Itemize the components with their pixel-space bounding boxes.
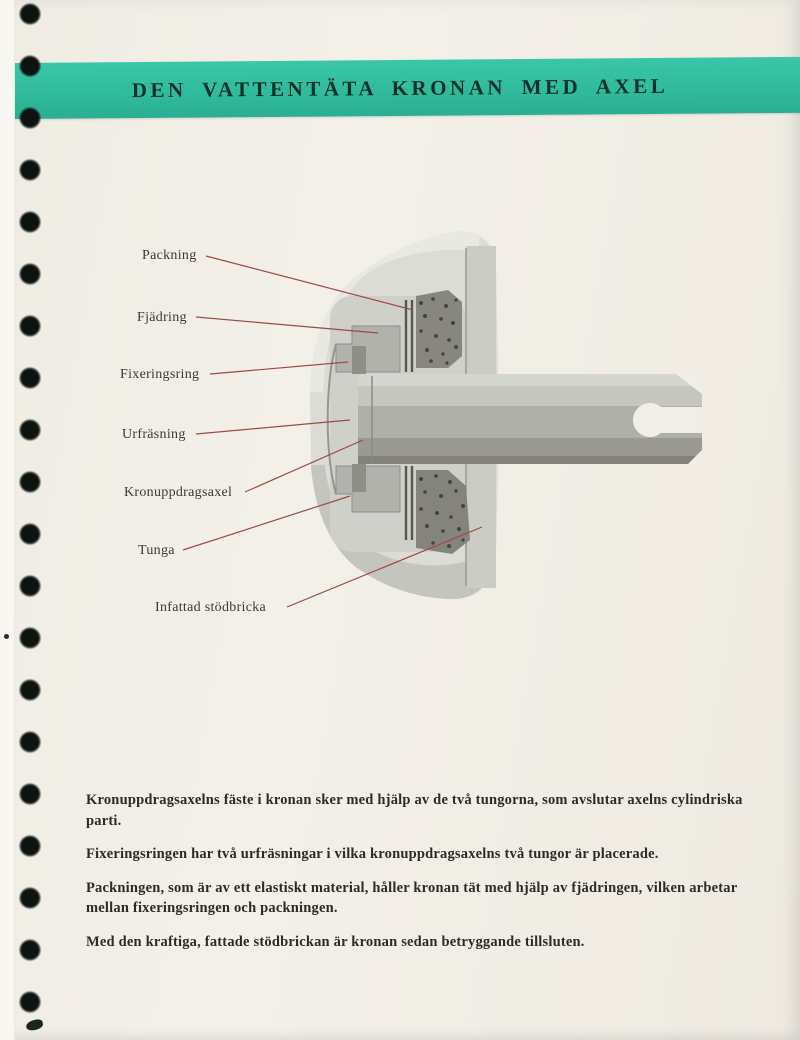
- diagram-label-urfrasning: Urfräsning: [122, 427, 186, 442]
- tongue-top: [352, 346, 366, 374]
- diagram-label-tunga: Tunga: [138, 543, 175, 558]
- body-paragraph: Med den kraftiga, fattade stödbrickan är…: [86, 933, 585, 950]
- winding-shaft: [352, 346, 702, 492]
- diagram-label-fjadring: Fjädring: [137, 310, 187, 325]
- binding-holes: [14, 0, 46, 1040]
- scan-mark: [4, 634, 9, 639]
- support-washer: [416, 470, 470, 554]
- diagram-label-packning: Packning: [142, 248, 197, 263]
- fixing-ring: [335, 325, 401, 513]
- spring: [404, 300, 414, 540]
- crown-body: [310, 231, 499, 600]
- diagram-label-infattad-stodbricka: Infattad stödbricka: [155, 600, 267, 615]
- diagram-label-fixeringsring: Fixeringsring: [120, 367, 200, 382]
- keyhole-slot: [633, 403, 702, 437]
- leader-lines: [182, 255, 483, 608]
- body-paragraph: Fixeringsringen har två urfräsningar i v…: [86, 846, 659, 863]
- title-banner: DEN VATTENTÄTA KRONAN MED AXEL: [0, 56, 800, 120]
- scan-edge: [0, 0, 15, 1040]
- body-paragraph: Packningen, som är av ett elastiskt mate…: [86, 879, 738, 917]
- crown-cap-wall: [466, 246, 496, 588]
- body-text: Kronuppdragsaxelns fäste i kronan sker m…: [86, 790, 750, 965]
- packing: [416, 290, 462, 368]
- page-title: DEN VATTENTÄTA KRONAN MED AXEL: [131, 73, 669, 102]
- body-paragraph: Kronuppdragsaxelns fäste i kronan sker m…: [86, 792, 743, 829]
- tongue-bottom: [352, 464, 366, 492]
- diagram-label-kronuppdragsaxel: Kronuppdragsaxel: [124, 485, 233, 500]
